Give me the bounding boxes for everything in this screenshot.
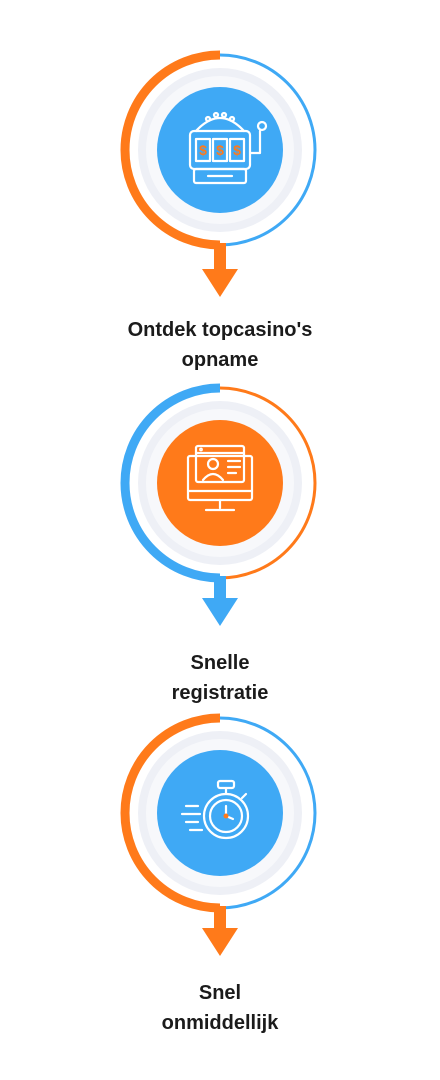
step-3-caption-line1: Snel bbox=[198, 982, 242, 1004]
monitor-profile-icon bbox=[186, 444, 254, 512]
step-3-caption: Snel onmiddellijk bbox=[20, 978, 420, 1038]
step-3-connector bbox=[214, 906, 226, 930]
step-3-graphic bbox=[120, 713, 317, 956]
svg-text:$: $ bbox=[216, 142, 224, 158]
step-1-caption-line1: Ontdek topcasino's bbox=[127, 319, 313, 341]
step-3-outer-thick-arc bbox=[120, 713, 221, 913]
stopwatch-icon bbox=[180, 779, 250, 840]
step-2-arrow-down-icon bbox=[202, 598, 238, 626]
step-3-caption-line2: onmiddellijk bbox=[161, 1012, 279, 1034]
step-1-center-circle bbox=[157, 87, 283, 213]
step-3: Snel onmiddellijk bbox=[0, 708, 440, 1038]
step-2-caption: Snelle registratie bbox=[20, 648, 420, 708]
step-2-connector bbox=[214, 576, 226, 600]
slot-dollar-signs: $ $ $ bbox=[199, 142, 241, 158]
step-1-outer-thin-arc bbox=[219, 53, 317, 247]
svg-text:$: $ bbox=[233, 142, 241, 158]
step-1-caption-line2: opname bbox=[181, 349, 259, 371]
step-3-arrow-down-icon bbox=[202, 928, 238, 956]
step-2: Snelle registratie bbox=[0, 378, 440, 708]
step-1-caption: Ontdek topcasino's opname bbox=[20, 315, 420, 375]
step-2-graphic bbox=[120, 383, 317, 626]
step-1-arrow-down-icon bbox=[202, 269, 238, 297]
step-1-outer-thick-arc bbox=[120, 50, 221, 250]
step-3-center-circle bbox=[157, 750, 283, 876]
slot-machine-icon bbox=[188, 111, 268, 185]
stopwatch-center-dot bbox=[223, 813, 229, 819]
step-1: $ $ $ Ontdek topcasino's opname bbox=[0, 45, 440, 375]
step-3-outer-thin-arc bbox=[219, 716, 317, 910]
step-2-outer-thin-arc bbox=[219, 386, 317, 580]
svg-text:$: $ bbox=[199, 142, 207, 158]
step-2-caption-line1: Snelle bbox=[190, 652, 250, 674]
step-1-graphic: $ $ $ bbox=[120, 50, 317, 297]
step-1-connector bbox=[214, 243, 226, 273]
step-2-outer-thick-arc bbox=[120, 383, 221, 583]
step-2-caption-line2: registratie bbox=[171, 682, 269, 704]
